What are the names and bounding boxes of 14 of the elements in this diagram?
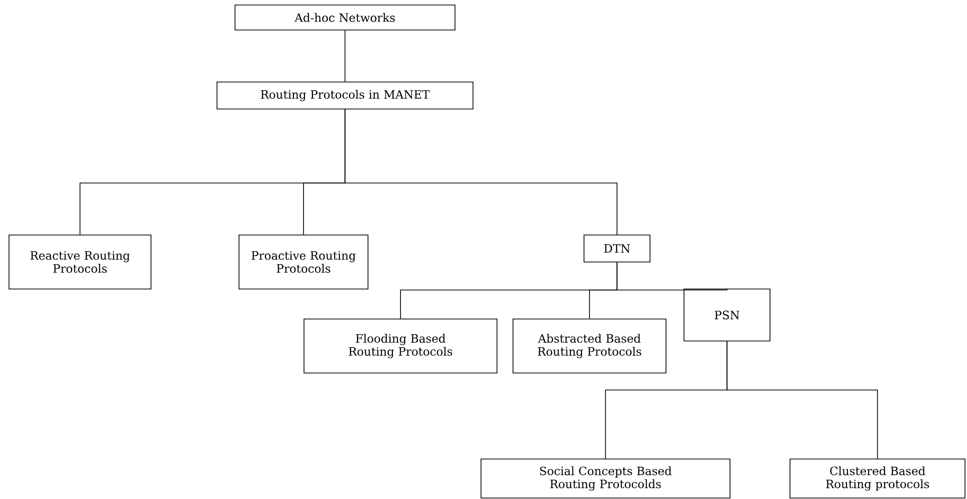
process-box: Proactive Routing Protocols [238, 234, 368, 290]
process-box: Routing Protocols in MANET [216, 82, 474, 110]
connector [344, 109, 618, 235]
process-box: DTN [584, 234, 650, 262]
connector [616, 262, 728, 290]
process-box: Abstracted Based Routing Protocols [512, 318, 666, 374]
connector [344, 30, 346, 82]
process-box: Ad-hoc Networks [234, 4, 456, 30]
process-box: Clustered Based Routing protocols [790, 458, 966, 498]
process-box: Social Concepts Based Routing Protocolds [480, 458, 730, 498]
process-box: Reactive Routing Protocols [8, 234, 152, 290]
connector [726, 341, 878, 459]
process-box: PSN [684, 288, 770, 342]
process-box: Flooding Based Routing Protocols [304, 318, 498, 374]
